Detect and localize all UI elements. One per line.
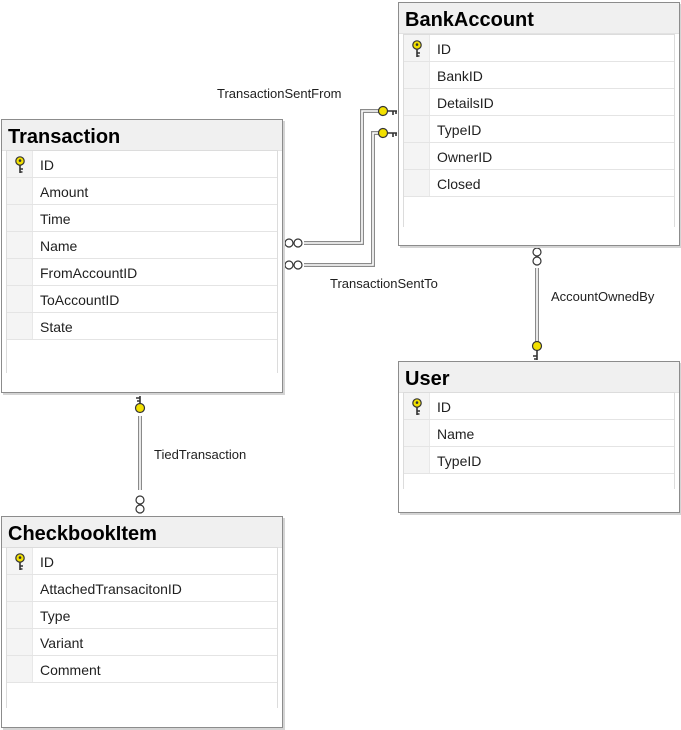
primary-key-icon (14, 156, 26, 174)
field-name: AttachedTransacitonID (40, 581, 182, 597)
field-name: DetailsID (437, 95, 494, 111)
relationship-label-tied-transaction: TiedTransaction (154, 447, 247, 462)
field-row[interactable]: Variant (7, 629, 277, 656)
field-name: Name (40, 238, 78, 254)
field-row[interactable]: ID (7, 151, 277, 178)
field-row[interactable]: ID (404, 35, 674, 62)
entity-checkbook-item[interactable]: CheckbookItem ID AttachedTransacitonID Typ… (1, 516, 283, 728)
field-row[interactable]: Amount (7, 178, 277, 205)
entity-title: Transaction (2, 120, 282, 151)
field-row[interactable]: Name (7, 232, 277, 259)
field-name: ID (437, 399, 451, 415)
field-name: TypeID (437, 122, 482, 138)
row-selector (7, 629, 33, 655)
field-row[interactable]: FromAccountID (7, 259, 277, 286)
field-row[interactable]: Comment (7, 656, 277, 683)
field-row[interactable]: AttachedTransacitonID (7, 575, 277, 602)
entity-title: BankAccount (399, 3, 679, 34)
field-name: ToAccountID (40, 292, 120, 308)
relationship-label-transaction-sent-to: TransactionSentTo (330, 276, 438, 291)
row-selector (404, 62, 430, 88)
field-name: Type (40, 608, 71, 624)
field-name: Closed (437, 176, 481, 192)
entity-title: CheckbookItem (2, 517, 282, 548)
row-selector (7, 656, 33, 682)
field-row[interactable]: Time (7, 205, 277, 232)
primary-key-icon (14, 553, 26, 571)
field-name: TypeID (437, 453, 482, 469)
row-selector (7, 178, 33, 204)
field-row[interactable]: TypeID (404, 447, 674, 474)
entity-bank-account[interactable]: BankAccount ID BankID DetailsID TypeID Owner… (398, 2, 680, 246)
row-selector (7, 575, 33, 601)
row-selector (7, 602, 33, 628)
field-name: BankID (437, 68, 483, 84)
row-selector (7, 313, 33, 339)
field-name: State (40, 319, 73, 335)
connector-account-owned-by[interactable] (531, 247, 543, 360)
row-selector (404, 420, 430, 446)
field-name: OwnerID (437, 149, 493, 165)
field-name: FromAccountID (40, 265, 138, 281)
connector-transaction-sent-from[interactable] (284, 105, 397, 248)
entity-title: User (399, 362, 679, 393)
field-name: Time (40, 211, 71, 227)
field-name: Amount (40, 184, 89, 200)
row-selector (404, 89, 430, 115)
row-selector (7, 259, 33, 285)
field-name: Comment (40, 662, 101, 678)
field-row[interactable]: ID (7, 548, 277, 575)
row-selector (404, 170, 430, 196)
field-name: ID (40, 554, 54, 570)
field-row[interactable]: DetailsID (404, 89, 674, 116)
row-selector (7, 232, 33, 258)
relationship-label-account-owned-by: AccountOwnedBy (551, 289, 655, 304)
field-row[interactable]: Closed (404, 170, 674, 197)
field-row[interactable]: ToAccountID (7, 286, 277, 313)
field-list: ID BankID DetailsID TypeID OwnerID Closed (403, 34, 675, 227)
field-row[interactable]: OwnerID (404, 143, 674, 170)
row-selector (7, 205, 33, 231)
row-selector (404, 143, 430, 169)
row-selector (7, 286, 33, 312)
connector-transaction-sent-to[interactable] (284, 127, 397, 270)
relationship-label-transaction-sent-from: TransactionSentFrom (217, 86, 342, 101)
field-row[interactable]: BankID (404, 62, 674, 89)
field-row[interactable]: Type (7, 602, 277, 629)
field-name: Name (437, 426, 475, 442)
field-name: Variant (40, 635, 84, 651)
primary-key-icon (411, 40, 423, 58)
field-name: ID (40, 157, 54, 173)
field-row[interactable]: ID (404, 393, 674, 420)
row-selector (404, 116, 430, 142)
field-row[interactable]: State (7, 313, 277, 340)
field-name: ID (437, 41, 451, 57)
connector-tied-transaction[interactable] (134, 396, 146, 514)
field-row[interactable]: TypeID (404, 116, 674, 143)
row-selector (404, 447, 430, 473)
field-row[interactable]: Name (404, 420, 674, 447)
primary-key-icon (411, 398, 423, 416)
